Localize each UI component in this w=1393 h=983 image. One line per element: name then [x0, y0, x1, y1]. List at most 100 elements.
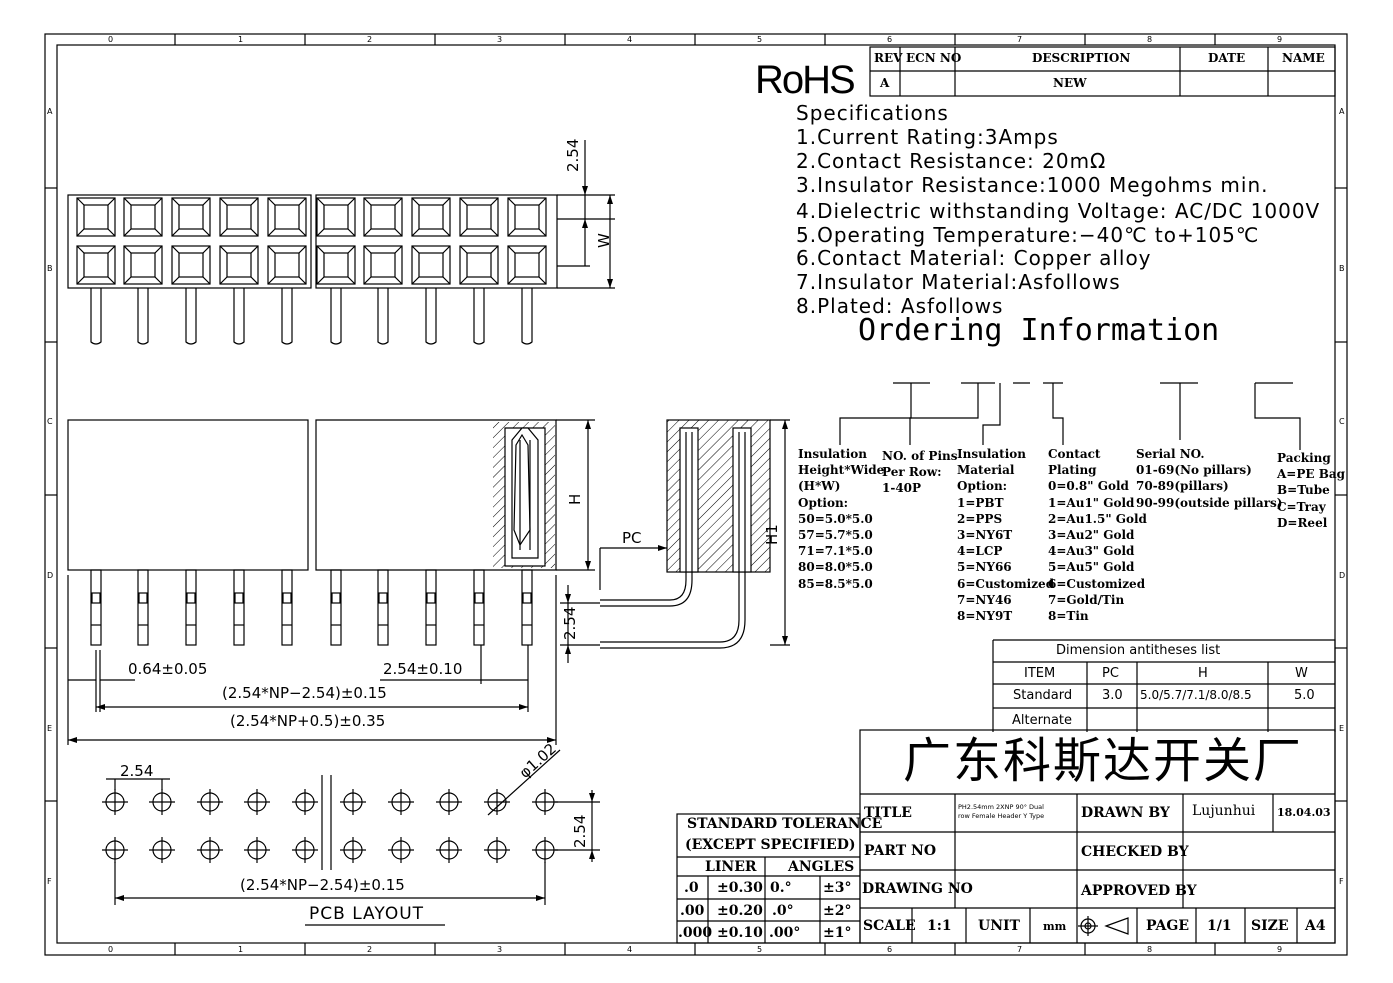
contact-cell [171, 197, 211, 237]
dim-h: H [566, 493, 584, 505]
tolerance-cell: 0.° [770, 880, 792, 896]
top-view-outline [67, 194, 558, 289]
rev-col-name: NAME [1282, 51, 1325, 65]
ordering-line: 50=5.0*5.0 [798, 511, 873, 526]
drawn-date: 18.04.03 [1277, 806, 1331, 819]
border-label: 7 [1017, 35, 1023, 44]
front-pin [473, 569, 485, 646]
rev-col-description: DESCRIPTION [1032, 51, 1131, 65]
ordering-line: 0=0.8" Gold [1048, 479, 1129, 494]
pin [137, 288, 149, 345]
dim-table-header: ITEM [1024, 666, 1056, 681]
drawn-by-label: DRAWN BY [1081, 805, 1170, 821]
pin [281, 288, 293, 345]
dim-pin-width: 0.64±0.05 [128, 660, 208, 678]
tolerance-cell: ±2° [823, 903, 852, 919]
pcb-hole [102, 789, 128, 815]
dim-pitch-top: 2.54 [564, 138, 582, 172]
contact-cell [316, 245, 356, 285]
spec-item: 2.Contact Resistance: 20mΩ [796, 149, 1107, 173]
contact-cell [219, 197, 259, 237]
pcb-hole [197, 837, 223, 863]
front-pin [137, 569, 149, 646]
border-label: D [1339, 571, 1346, 580]
contact-cell [459, 245, 499, 285]
spec-item: 7.Insulator Material:Asfollows [796, 270, 1121, 294]
ordering-line: 8=Tin [1048, 609, 1089, 624]
approved-by-label: APPROVED BY [1081, 883, 1197, 899]
ordering-line: 01-69(No pillars) [1136, 463, 1252, 478]
title-label: TITLE [864, 805, 912, 821]
rev-value-rev: A [880, 76, 890, 90]
pcb-hole [532, 837, 558, 863]
tolerance-cell: .00 [680, 903, 705, 919]
scale-value: 1:1 [927, 918, 952, 934]
ordering-line: 7=NY46 [957, 592, 1012, 607]
spec-item: 6.Contact Material: Copper alloy [796, 246, 1152, 270]
ordering-line: 80=8.0*5.0 [798, 560, 873, 575]
ordering-line: 3=Au2" Gold [1048, 528, 1135, 543]
ordering-line: 6=Customized [1048, 576, 1146, 591]
title-value-line1: PH2.54mm 2XNP 90° Dual [958, 803, 1044, 811]
border-label: 4 [627, 35, 633, 44]
tolerance-cell: ±0.30 [717, 880, 763, 896]
contact-cell [363, 197, 403, 237]
contact-cell [76, 245, 116, 285]
ordering-line: 2=PPS [957, 511, 1003, 526]
tolerance-cell: .000 [678, 925, 713, 941]
pcb-hole [436, 837, 462, 863]
ordering-line: Material [957, 463, 1015, 478]
ordering-group: Serial NO.01-69(No pillars)70-89(pillars… [1136, 446, 1282, 511]
front-pin [281, 569, 293, 646]
front-view-outline [67, 419, 557, 571]
dimension-table [992, 639, 1336, 732]
pcb-hole [197, 789, 223, 815]
dim-table-cell: 3.0 [1102, 688, 1123, 703]
tolerance-cell: ±0.10 [717, 925, 763, 941]
rohs-logo: RoHS [755, 58, 856, 102]
pcb-hole [340, 789, 366, 815]
tolerance-angles: ANGLES [788, 859, 855, 875]
dim-table-cell: 5.0 [1294, 688, 1315, 703]
ordering-line: 7=Gold/Tin [1048, 592, 1125, 607]
border-label: 8 [1147, 35, 1153, 44]
pcb-hole [532, 789, 558, 815]
rev-col-rev: REV [874, 51, 903, 65]
pin [473, 288, 485, 345]
tolerance-subtitle: (EXCEPT SPECIFIED) [685, 837, 856, 853]
ordering-line: B=Tube [1277, 483, 1330, 498]
pcb-hole [149, 837, 175, 863]
ordering-line: Insulation [798, 447, 867, 461]
ordering-leaders [839, 382, 1301, 450]
border-label: A [1339, 107, 1345, 116]
border-label: 2 [367, 945, 373, 954]
border-label: 3 [497, 945, 503, 954]
ordering-line: A=PE Bag [1277, 467, 1346, 482]
top-view-pins [90, 288, 533, 345]
front-pin [377, 569, 389, 646]
contact-cell [123, 197, 163, 237]
spec-item: 4.Dielectric withstanding Voltage: AC/DC… [796, 199, 1321, 223]
front-pin [90, 569, 102, 646]
ordering-line: 70-89(pillars) [1136, 479, 1229, 494]
ordering-line: Contact [1048, 447, 1101, 461]
revision-table [869, 46, 1336, 97]
contact-cell [363, 245, 403, 285]
ordering-line: Insulation [957, 447, 1026, 461]
tolerance-cell: .0 [684, 880, 699, 896]
page-label: PAGE [1146, 918, 1189, 934]
contact-cell [123, 245, 163, 285]
border-label: B [47, 264, 53, 273]
pcb-hole [292, 837, 318, 863]
dim-table-header: H [1198, 666, 1208, 681]
contact-cell [507, 197, 547, 237]
pin [233, 288, 245, 345]
contact-cell [316, 197, 356, 237]
drawing-no-label: DRAWING NO [862, 881, 973, 897]
border-label: 5 [757, 945, 763, 954]
border-label: 5 [757, 35, 763, 44]
contact-cell [507, 245, 547, 285]
